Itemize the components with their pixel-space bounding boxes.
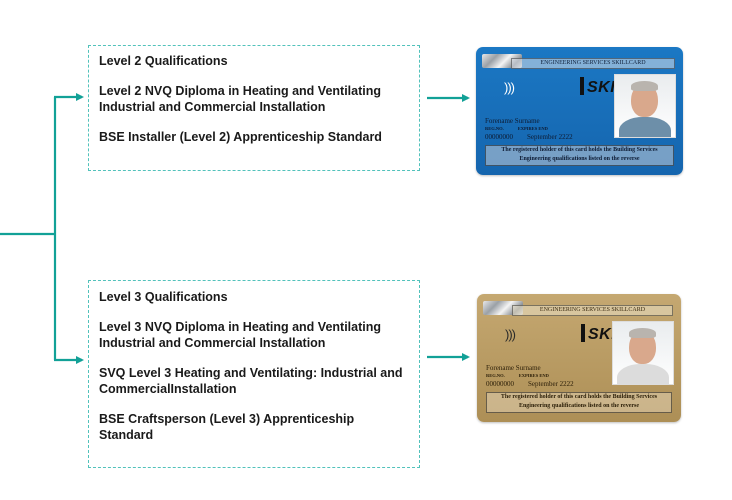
reg-number: 00000000 xyxy=(486,380,514,388)
holder-name: Forename Surname xyxy=(486,364,574,372)
card-footer: The registered holder of this card holds… xyxy=(485,145,674,166)
level3-item-apprenticeship: BSE Craftsperson (Level 3) Apprenticeshi… xyxy=(99,412,409,443)
card-footer: The registered holder of this card holds… xyxy=(486,392,672,413)
card-header: ENGINEERING SERVICES SKILLCARD xyxy=(512,305,673,316)
level3-heading: Level 3 Qualifications xyxy=(99,289,409,305)
holder-name: Forename Surname xyxy=(485,117,573,125)
expiry-date: September 2222 xyxy=(527,133,573,141)
holder-photo xyxy=(614,74,676,138)
level2-item-apprenticeship: BSE Installer (Level 2) Apprenticeship S… xyxy=(99,130,409,146)
holder-details: Forename Surname REG.NO. EXPIRES END 000… xyxy=(485,117,573,141)
expiry-date: September 2222 xyxy=(528,380,574,388)
card-header: ENGINEERING SERVICES SKILLCARD xyxy=(511,58,675,69)
blue-skillcard: ENGINEERING SERVICES SKILLCARD ))) SKILL… xyxy=(476,47,683,175)
level3-item-nvq: Level 3 NVQ Diploma in Heating and Venti… xyxy=(99,320,409,351)
level3-qualifications-box: Level 3 Qualifications Level 3 NVQ Diplo… xyxy=(88,280,420,468)
reg-label: REG.NO. xyxy=(486,372,505,380)
contactless-icon: ))) xyxy=(505,327,515,342)
expires-label: EXPIRES END xyxy=(519,372,549,380)
reg-label: REG.NO. xyxy=(485,125,504,133)
expires-label: EXPIRES END xyxy=(518,125,548,133)
holder-details: Forename Surname REG.NO. EXPIRES END 000… xyxy=(486,364,574,388)
gold-skillcard: ENGINEERING SERVICES SKILLCARD ))) SKILL… xyxy=(477,294,681,422)
level3-item-svq: SVQ Level 3 Heating and Ventilating: Ind… xyxy=(99,366,409,397)
contactless-icon: ))) xyxy=(504,80,514,95)
reg-number: 00000000 xyxy=(485,133,513,141)
level2-qualifications-box: Level 2 Qualifications Level 2 NVQ Diplo… xyxy=(88,45,420,171)
level2-item-nvq: Level 2 NVQ Diploma in Heating and Venti… xyxy=(99,84,409,115)
level2-heading: Level 2 Qualifications xyxy=(99,53,409,69)
holder-photo xyxy=(612,321,674,385)
